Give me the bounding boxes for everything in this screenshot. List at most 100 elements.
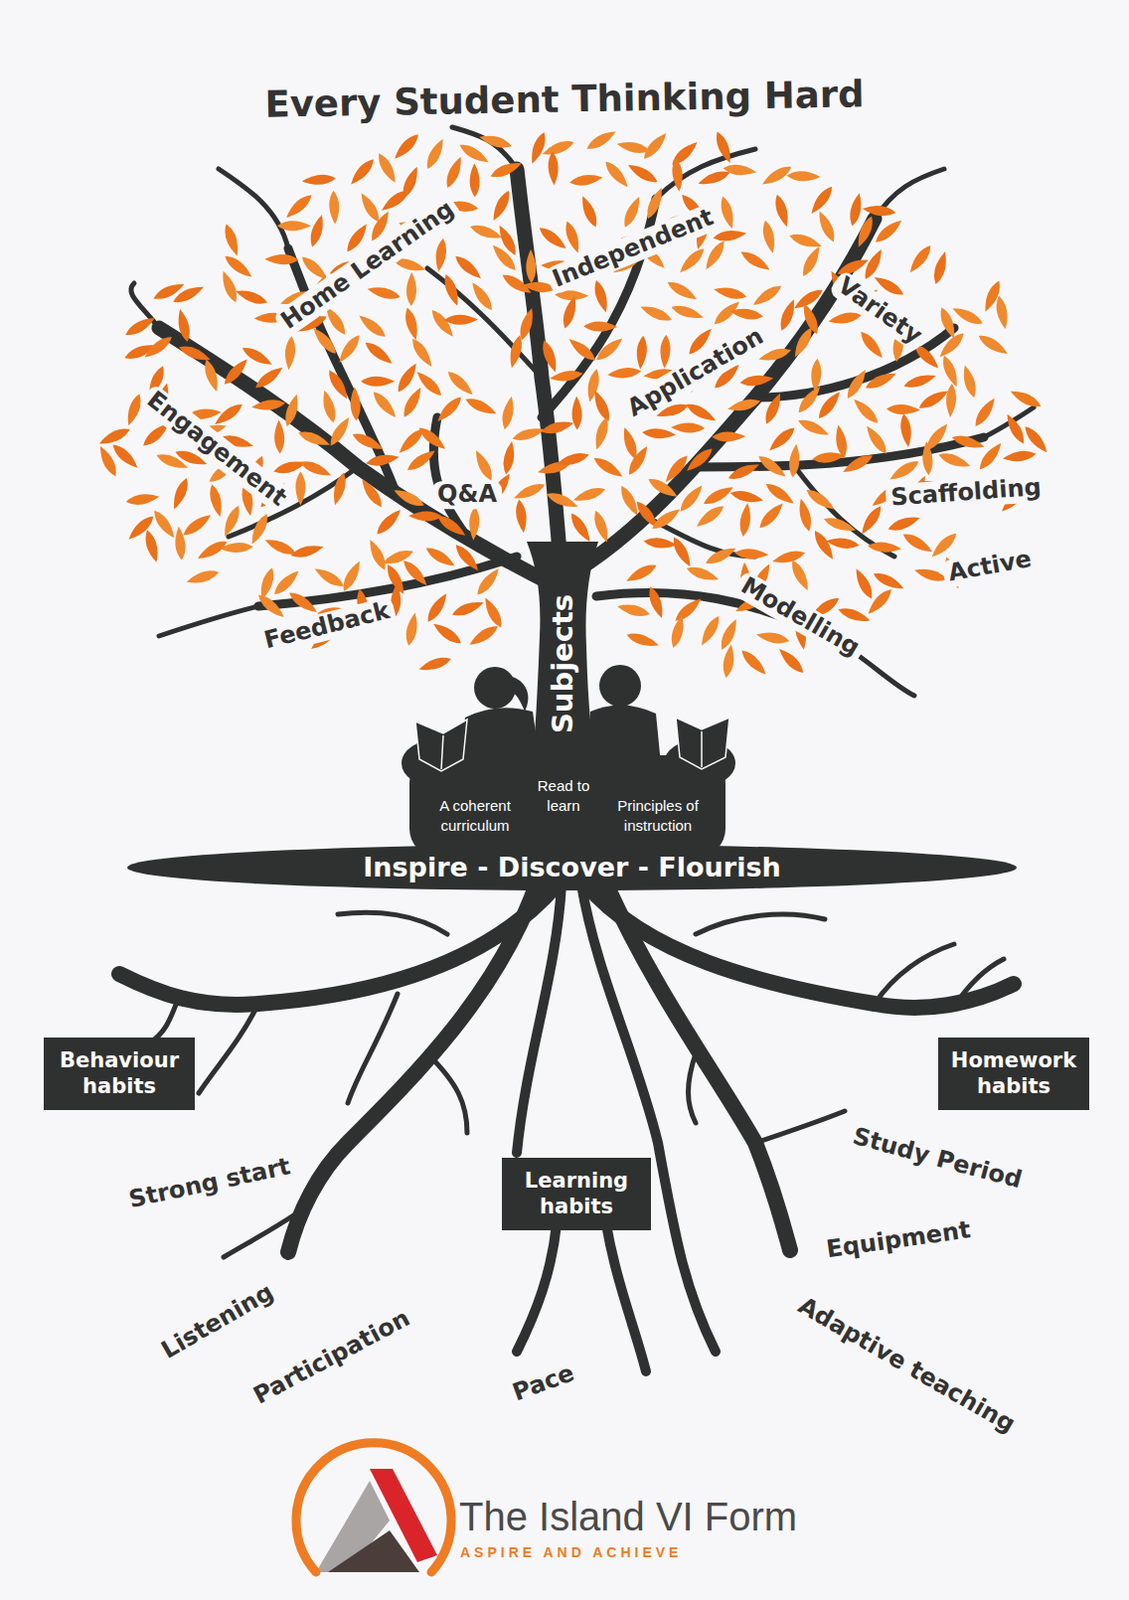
leaf	[201, 357, 222, 393]
school-logo-mark	[296, 1443, 452, 1573]
reading-students	[455, 707, 545, 796]
leaf	[277, 220, 312, 231]
leaf	[777, 297, 800, 332]
leaf	[906, 242, 935, 276]
reading-students	[508, 675, 528, 712]
leaf	[863, 368, 899, 392]
reading-students	[415, 719, 468, 772]
leaf	[886, 403, 921, 415]
leaf	[329, 471, 348, 506]
leaf	[648, 504, 683, 533]
leaf	[683, 399, 719, 425]
tree-roots	[198, 1003, 259, 1094]
leaf	[670, 422, 705, 434]
leaf	[776, 645, 807, 676]
tree-roots	[586, 884, 1014, 1008]
leaf	[738, 502, 754, 538]
tree-roots	[755, 1111, 845, 1143]
leaf	[357, 477, 386, 511]
leaf	[916, 386, 951, 413]
tree-branches	[433, 417, 468, 537]
leaf	[701, 238, 728, 273]
leaf	[635, 334, 648, 370]
leaf	[547, 151, 560, 185]
leaf	[312, 564, 346, 591]
leaf	[218, 269, 241, 305]
leaf	[804, 485, 838, 514]
leaf	[469, 162, 481, 197]
foundation-label: Principles of instruction	[603, 796, 713, 835]
leaf	[840, 451, 876, 477]
school-name: The Island VI Form	[459, 1494, 798, 1540]
leaf	[821, 514, 857, 536]
leaf	[365, 537, 390, 573]
leaf	[391, 485, 427, 510]
leaf	[960, 363, 979, 399]
leaf	[221, 222, 243, 258]
leaf	[642, 427, 677, 440]
branch-label: Scaffolding	[884, 474, 1047, 513]
leaf	[251, 398, 287, 413]
leaf	[676, 482, 707, 514]
leaf	[900, 529, 935, 556]
leaf	[184, 567, 220, 588]
band-text: Inspire - Discover - Flourish	[127, 844, 1017, 891]
leaf	[369, 388, 400, 421]
leaf	[506, 333, 525, 369]
leaf	[729, 487, 765, 505]
leaf	[283, 335, 297, 371]
leaf	[625, 443, 651, 478]
leaf	[468, 505, 481, 540]
leaf	[1002, 411, 1028, 447]
tree-roots	[606, 1224, 646, 1372]
foundation-label: Read to learn	[532, 776, 595, 815]
leaf	[625, 630, 660, 650]
habit-box: Behaviour habits	[43, 1037, 195, 1111]
leaf	[488, 159, 524, 181]
leaf	[861, 203, 897, 218]
leaf	[416, 424, 450, 454]
leaf	[320, 388, 339, 424]
leaf	[591, 278, 612, 314]
leaf	[540, 137, 576, 160]
leaf	[286, 588, 321, 617]
leaf	[864, 586, 896, 619]
leaf	[670, 157, 684, 192]
leaf	[809, 357, 822, 393]
leaf	[403, 611, 420, 646]
leaf	[602, 158, 633, 190]
leaf	[511, 480, 547, 503]
leaf	[693, 501, 727, 530]
leaf	[590, 388, 614, 424]
leaf	[726, 396, 762, 415]
box-text: Homework habits	[946, 1047, 1082, 1101]
leaf	[450, 598, 485, 621]
leaf	[402, 306, 421, 341]
leaf	[712, 284, 748, 302]
leaf	[786, 170, 820, 182]
leaf	[457, 140, 491, 166]
leaf	[360, 376, 395, 387]
leaf	[856, 328, 886, 362]
leaf	[862, 423, 891, 458]
leaf	[560, 294, 581, 329]
leaf	[289, 541, 324, 560]
leaf	[584, 127, 619, 154]
leaf	[571, 484, 607, 506]
branch-label: Participation	[244, 1302, 419, 1414]
leaf	[169, 476, 192, 511]
leaf	[452, 252, 484, 283]
leaf	[298, 457, 333, 480]
tree-roots	[347, 993, 398, 1104]
branch-label: Listening	[153, 1276, 284, 1367]
leaf	[936, 329, 968, 361]
leaf	[796, 496, 814, 532]
leaf	[669, 302, 705, 323]
tree-roots	[516, 884, 716, 1372]
leaf	[755, 630, 791, 646]
leaf	[755, 452, 789, 481]
leaf	[668, 614, 687, 649]
leaf	[722, 162, 758, 177]
leaf	[568, 172, 604, 188]
leaf	[350, 429, 386, 454]
